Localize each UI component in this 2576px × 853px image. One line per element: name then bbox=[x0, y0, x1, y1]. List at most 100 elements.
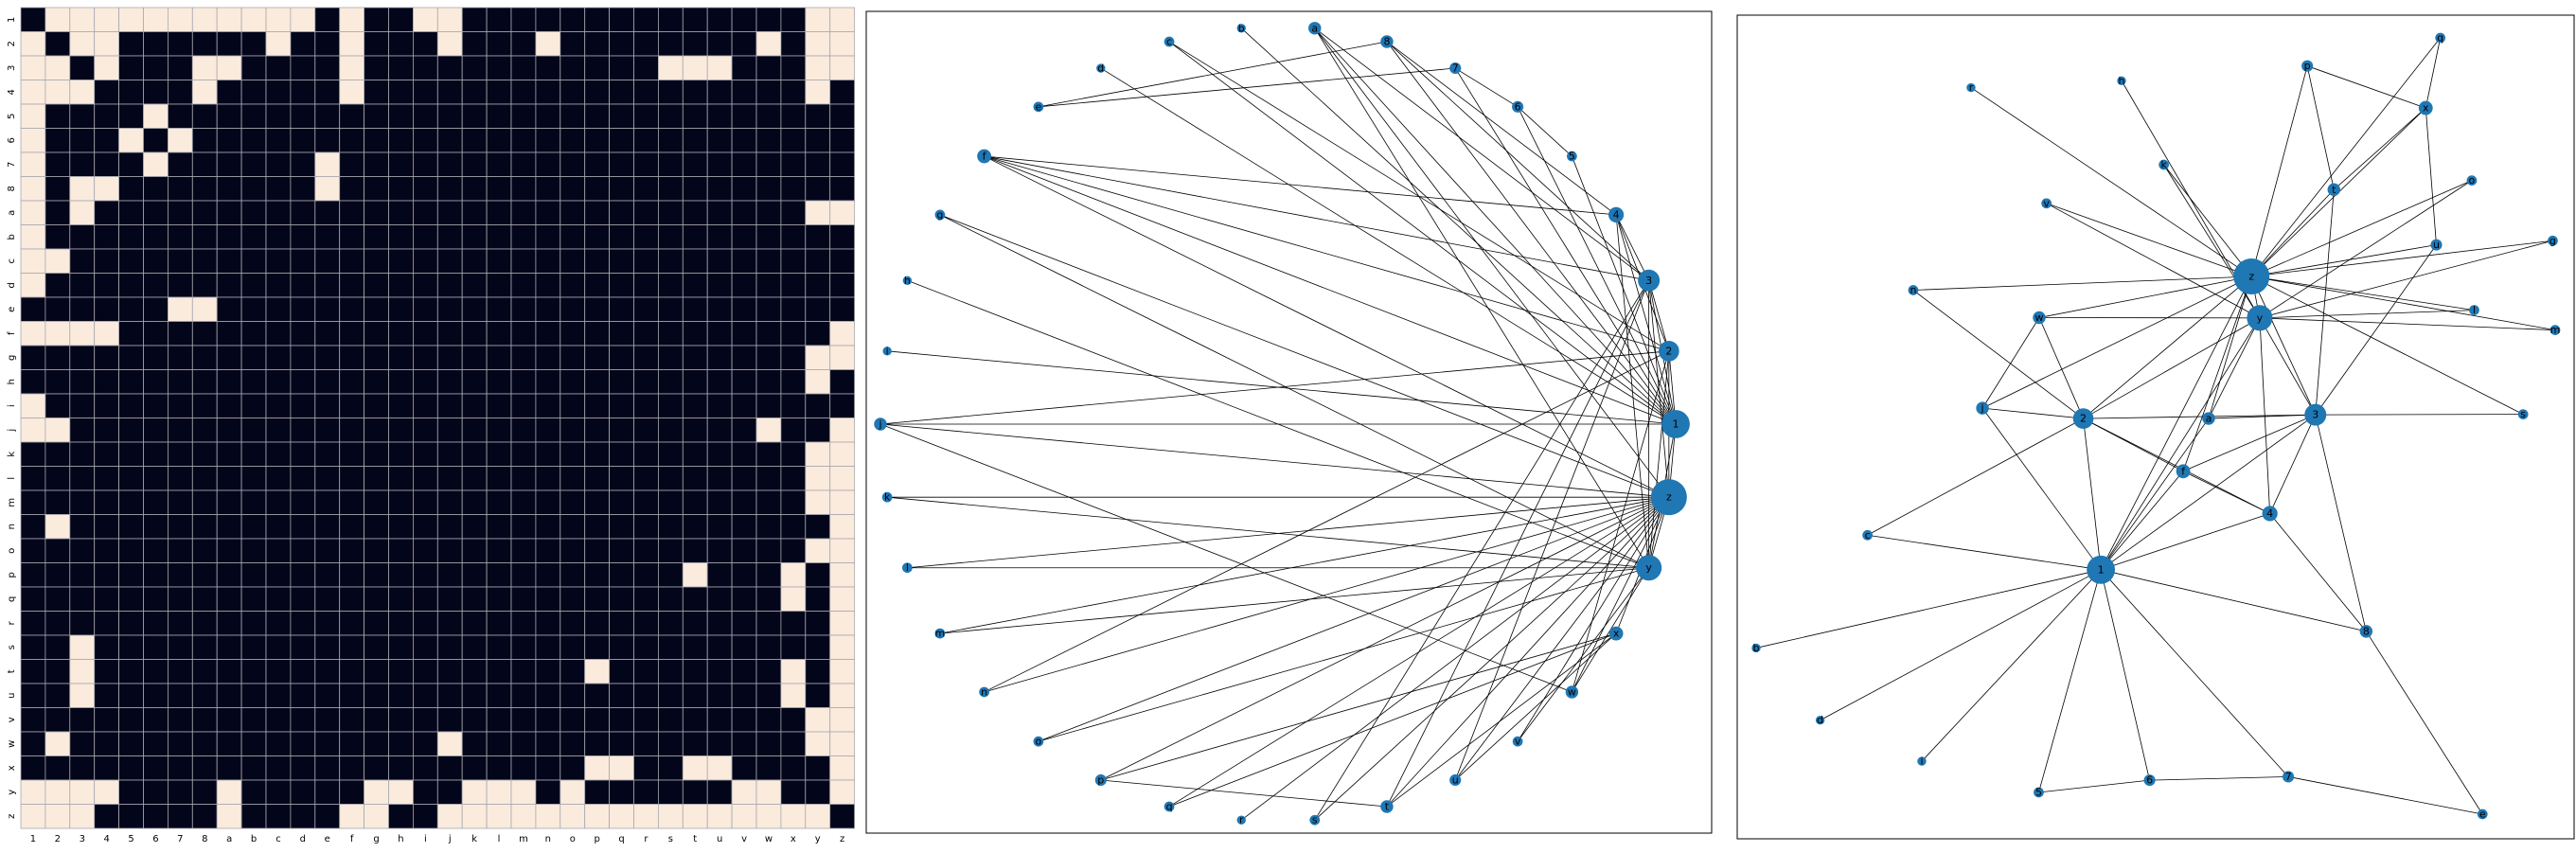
heatmap-col-label: n bbox=[545, 834, 551, 844]
heatmap-cell bbox=[94, 683, 119, 708]
heatmap-row-label: f bbox=[7, 331, 17, 335]
heatmap-cell bbox=[314, 683, 341, 708]
heatmap-cell bbox=[658, 296, 684, 322]
heatmap-cell bbox=[682, 514, 708, 540]
heatmap-cell bbox=[44, 707, 71, 733]
heatmap-row-label: i bbox=[7, 404, 17, 407]
heatmap-cell bbox=[118, 151, 144, 177]
heatmap-cell bbox=[339, 804, 365, 829]
heatmap-cell bbox=[633, 634, 659, 660]
heatmap-cell bbox=[94, 611, 119, 636]
heatmap-cell bbox=[290, 393, 316, 418]
spring-edge bbox=[2315, 244, 2437, 416]
heatmap-cell bbox=[364, 321, 389, 347]
heatmap-cell bbox=[191, 586, 218, 612]
heatmap-cell bbox=[780, 489, 807, 515]
heatmap-cell bbox=[69, 296, 96, 322]
heatmap-cell bbox=[461, 103, 488, 129]
heatmap-cell bbox=[265, 683, 292, 708]
heatmap-cell bbox=[143, 151, 169, 177]
heatmap-cell bbox=[314, 224, 341, 250]
heatmap-cell bbox=[805, 418, 831, 443]
heatmap-col-label: i bbox=[424, 834, 427, 844]
spring-edge bbox=[2259, 310, 2475, 319]
heatmap-cell bbox=[191, 489, 218, 515]
heatmap-cell bbox=[805, 369, 831, 395]
heatmap-cell bbox=[20, 55, 46, 80]
heatmap-cell bbox=[290, 441, 316, 467]
spring-node bbox=[2548, 235, 2558, 246]
heatmap-cell bbox=[191, 200, 218, 225]
heatmap-cell bbox=[265, 779, 292, 805]
heatmap-cell bbox=[216, 634, 242, 660]
heatmap-cell bbox=[780, 538, 807, 563]
heatmap-row-label: t bbox=[7, 669, 17, 673]
spring-edge bbox=[1981, 317, 2040, 409]
heatmap-cell bbox=[388, 7, 414, 32]
heatmap-cell bbox=[461, 466, 488, 491]
heatmap-cell bbox=[584, 634, 611, 660]
heatmap-cell bbox=[216, 659, 242, 684]
heatmap-cell bbox=[339, 514, 365, 540]
heatmap-cell bbox=[609, 296, 634, 322]
heatmap-cell bbox=[829, 224, 856, 250]
heatmap-cell bbox=[510, 683, 537, 708]
spring-edge bbox=[2100, 317, 2261, 571]
heatmap-cell bbox=[94, 707, 119, 733]
heatmap-cell bbox=[486, 80, 512, 105]
heatmap-cell bbox=[829, 103, 856, 129]
heatmap-cell bbox=[412, 611, 438, 636]
heatmap-cell bbox=[388, 80, 414, 105]
heatmap-cell bbox=[535, 321, 561, 347]
heatmap-cell bbox=[143, 369, 169, 395]
spring-node-label: q bbox=[2437, 32, 2443, 44]
heatmap-cell bbox=[339, 80, 365, 105]
heatmap-cell bbox=[755, 128, 782, 153]
heatmap-cell bbox=[364, 200, 389, 225]
heatmap-cell bbox=[658, 224, 684, 250]
spring-edge bbox=[2259, 317, 2271, 514]
heatmap-cell bbox=[339, 369, 365, 395]
heatmap-cell bbox=[584, 707, 611, 733]
heatmap-cell bbox=[44, 321, 71, 347]
heatmap-cell bbox=[658, 418, 684, 443]
heatmap-cell bbox=[314, 489, 341, 515]
spring-node bbox=[2430, 239, 2443, 251]
heatmap-cell bbox=[436, 562, 463, 588]
spring-edge bbox=[2251, 275, 2475, 311]
heatmap-cell bbox=[755, 779, 782, 805]
spring-edge bbox=[2046, 203, 2252, 277]
heatmap-cell bbox=[265, 634, 292, 660]
heatmap-cell bbox=[44, 248, 71, 274]
spring-edge bbox=[2334, 107, 2426, 190]
heatmap-col-label: t bbox=[693, 834, 697, 844]
heatmap-cell bbox=[265, 418, 292, 443]
heatmap-cell bbox=[805, 659, 831, 684]
heatmap-row-label: 1 bbox=[7, 17, 17, 23]
heatmap-cell bbox=[412, 755, 438, 781]
heatmap-cell bbox=[461, 224, 488, 250]
heatmap-cell bbox=[69, 248, 96, 274]
heatmap-cell bbox=[364, 128, 389, 153]
spring-edge bbox=[2259, 317, 2317, 416]
circular-edge bbox=[879, 423, 1572, 693]
heatmap-cell bbox=[290, 273, 316, 298]
heatmap-cell bbox=[388, 611, 414, 636]
heatmap-cell bbox=[412, 418, 438, 443]
heatmap-cell bbox=[829, 55, 856, 80]
circular-edge bbox=[1386, 632, 1617, 808]
spring-node bbox=[1908, 285, 1919, 295]
heatmap-cell bbox=[290, 514, 316, 540]
heatmap-col-label: e bbox=[325, 834, 330, 844]
heatmap-cell bbox=[290, 418, 316, 443]
heatmap-cell bbox=[94, 200, 119, 225]
heatmap-cell bbox=[339, 586, 365, 612]
heatmap-cell bbox=[633, 683, 659, 708]
heatmap-cell bbox=[731, 103, 757, 129]
heatmap-cell bbox=[364, 634, 389, 660]
spring-node bbox=[2072, 408, 2094, 429]
heatmap-cell bbox=[94, 586, 119, 612]
heatmap-cell bbox=[535, 296, 561, 322]
spring-edge bbox=[2208, 414, 2316, 419]
heatmap-cell bbox=[94, 296, 119, 322]
